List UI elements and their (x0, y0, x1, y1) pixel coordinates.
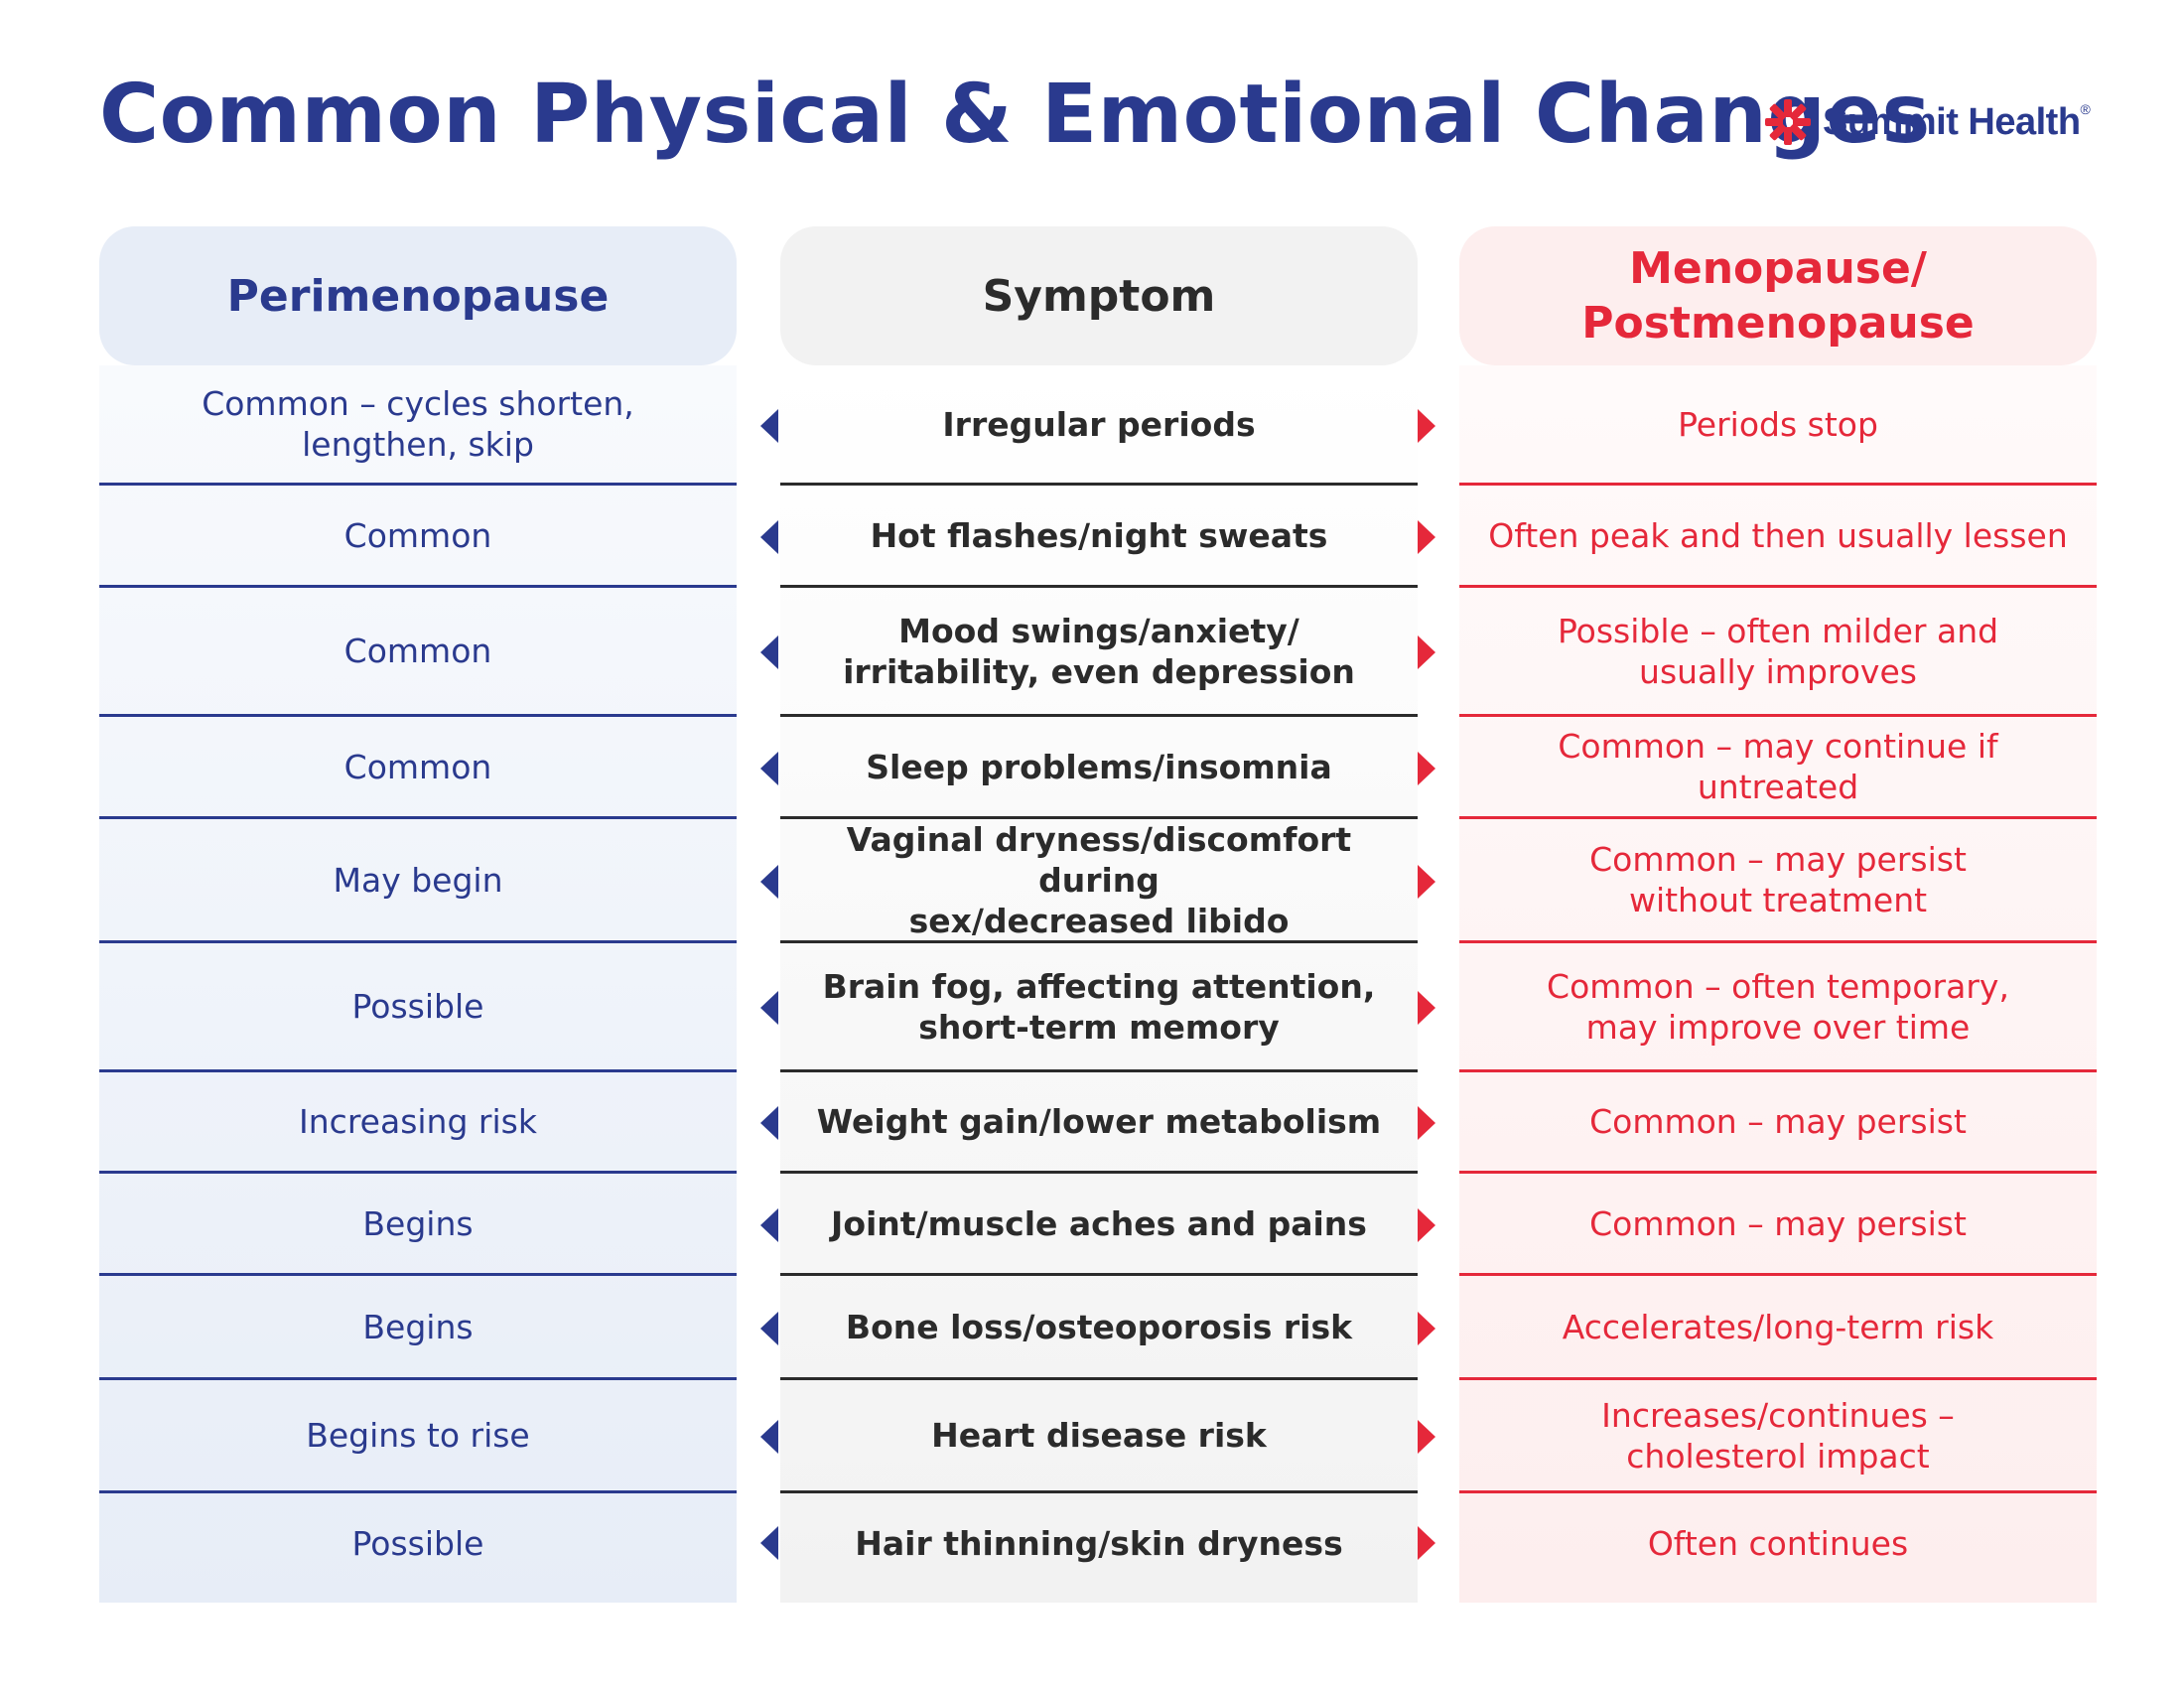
perimenopause-cell: Possible (99, 943, 737, 1072)
perimenopause-cell: Begins (99, 1276, 737, 1380)
left-arrow-icon (760, 751, 778, 785)
left-arrow-icon (760, 635, 778, 669)
left-arrow-icon (760, 1311, 778, 1345)
right-arrow-icon (1418, 864, 1435, 899)
right-arrow-icon (1418, 519, 1435, 554)
logo-text: Summit Health (1823, 100, 2081, 143)
symptom-cell: Weight gain/lower metabolism (780, 1072, 1418, 1174)
left-arrow-icon (760, 991, 778, 1025)
perimenopause-cell: Common (99, 717, 737, 819)
perimenopause-column: Perimenopause Common – cycles shorten, l… (99, 226, 737, 1603)
menopause-header: Menopause/ Postmenopause (1459, 226, 2097, 365)
right-arrow-icon (1418, 408, 1435, 443)
perimenopause-cell: Common – cycles shorten, lengthen, skip (99, 365, 737, 486)
symptom-cell: Sleep problems/insomnia (780, 717, 1418, 819)
page-title: Common Physical & Emotional Changes (99, 68, 1931, 162)
right-arrow-icon (1418, 991, 1435, 1025)
perimenopause-cell: Common (99, 588, 737, 717)
menopause-cell: Common – may persist without treatment (1459, 819, 2097, 943)
perimenopause-cell: May begin (99, 819, 737, 943)
menopause-cell: Often peak and then usually lessen (1459, 486, 2097, 588)
perimenopause-cell: Begins to rise (99, 1380, 737, 1493)
left-arrow-icon (760, 1207, 778, 1242)
menopause-cell: Increases/continues – cholesterol impact (1459, 1380, 2097, 1493)
right-arrow-icon (1418, 1526, 1435, 1560)
summit-health-logo: Summit Health® (1763, 97, 2091, 147)
symptom-cell: Heart disease risk (780, 1380, 1418, 1493)
right-arrow-icon (1418, 635, 1435, 669)
menopause-cell: Common – may continue if untreated (1459, 717, 2097, 819)
symptom-header: Symptom (780, 226, 1418, 365)
left-arrow-icon (760, 1526, 778, 1560)
symptom-cell: Hot flashes/night sweats (780, 486, 1418, 588)
right-arrow-icon (1418, 1207, 1435, 1242)
menopause-cell: Often continues (1647, 1523, 1909, 1563)
left-arrow-icon (760, 1106, 778, 1140)
symptom-cell: Vaginal dryness/discomfort during sex/de… (780, 819, 1418, 943)
menopause-cell: Periods stop (1459, 365, 2097, 486)
left-arrow-icon (760, 1420, 778, 1454)
symptom-cell: Irregular periods (780, 365, 1418, 486)
menopause-cell: Accelerates/long-term risk (1459, 1276, 2097, 1380)
symptom-cell: Joint/muscle aches and pains (780, 1174, 1418, 1276)
right-arrow-icon (1418, 1311, 1435, 1345)
right-arrow-icon (1418, 1420, 1435, 1454)
symptom-cell: Hair thinning/skin dryness (855, 1523, 1343, 1563)
symptom-cell: Mood swings/anxiety/ irritability, even … (780, 588, 1418, 717)
perimenopause-cell: Increasing risk (99, 1072, 737, 1174)
perimenopause-cell: Common (99, 486, 737, 588)
perimenopause-cell: Begins (99, 1174, 737, 1276)
right-arrow-icon (1418, 751, 1435, 785)
registered-mark: ® (2080, 100, 2091, 117)
left-arrow-icon (760, 408, 778, 443)
right-arrow-icon (1418, 1106, 1435, 1140)
menopause-cell: Common – often temporary, may improve ov… (1459, 943, 2097, 1072)
perimenopause-cell: Possible (351, 1523, 484, 1563)
menopause-cell: Common – may persist (1459, 1174, 2097, 1276)
menopause-cell: Common – may persist (1459, 1072, 2097, 1174)
menopause-cell: Possible – often milder and usually impr… (1459, 588, 2097, 717)
left-arrow-icon (760, 519, 778, 554)
symptom-cell: Brain fog, affecting attention, short-te… (780, 943, 1418, 1072)
summit-health-logo-icon (1765, 99, 1811, 145)
left-arrow-icon (760, 864, 778, 899)
symptom-cell: Bone loss/osteoporosis risk (780, 1276, 1418, 1380)
perimenopause-header: Perimenopause (99, 226, 737, 365)
